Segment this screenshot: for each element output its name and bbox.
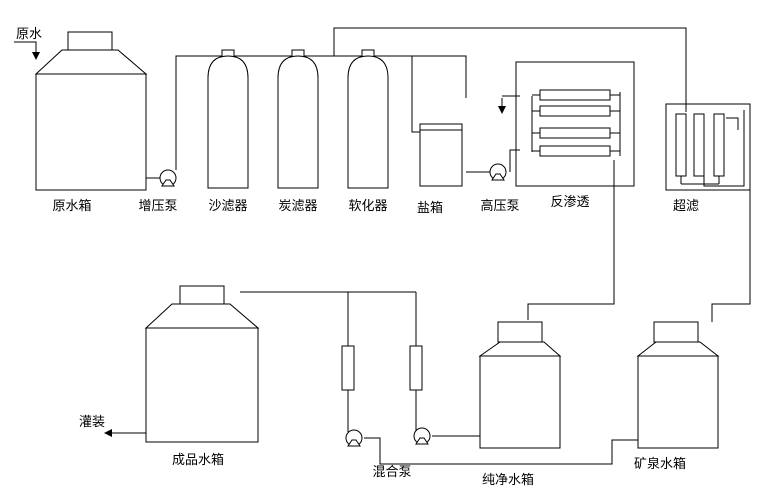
uf-module-2 xyxy=(693,113,705,177)
pipe-mineral-to-mix xyxy=(364,437,638,465)
ro-membrane-1 xyxy=(539,89,611,101)
label-mineral-water-tank: 矿泉水箱 xyxy=(634,456,686,472)
mineral-water-tank xyxy=(636,321,720,449)
label-salt-tank: 盐箱 xyxy=(417,200,443,216)
label-softener: 软化器 xyxy=(348,199,387,214)
ro-membrane-4 xyxy=(539,145,611,157)
label-carbon-filter: 炭滤器 xyxy=(278,199,317,214)
labels: 原水 原水箱 增压泵 沙滤器 炭滤器 软化器 盐箱 高压泵 反渗透 超滤 成品水… xyxy=(16,27,699,488)
softener xyxy=(347,49,389,189)
sand-filter xyxy=(207,49,249,189)
pipe-hp-pump-out xyxy=(509,149,520,172)
label-raw-water-tank: 原水箱 xyxy=(52,198,91,214)
booster-pump xyxy=(159,169,177,187)
mix-filter-right xyxy=(409,345,423,391)
mixing-filters xyxy=(341,345,423,391)
pure-water-tank xyxy=(478,321,562,449)
raw-water-inlet-pipe xyxy=(14,41,37,58)
label-raw-water-in: 原水 xyxy=(16,27,42,42)
ro-membrane-3 xyxy=(539,127,611,139)
reverse-osmosis-unit xyxy=(515,61,635,187)
label-reverse-osmosis: 反渗透 xyxy=(550,195,589,210)
mix-filter-left xyxy=(341,345,355,391)
pipe-to-salt-header xyxy=(378,55,467,98)
uf-module-1 xyxy=(675,113,687,177)
label-mixing-pump: 混合泵 xyxy=(372,465,411,480)
high-pressure-pump xyxy=(489,163,507,181)
pipe-filter-header xyxy=(228,55,420,133)
uf-module-3 xyxy=(713,113,725,177)
uf-internal-manifold xyxy=(703,110,745,187)
salt-tank xyxy=(419,123,463,187)
label-sand-filter: 沙滤器 xyxy=(208,199,247,214)
mixing-pumps xyxy=(345,427,431,447)
ro-membrane-2 xyxy=(539,105,611,117)
label-product-tank: 成品水箱 xyxy=(172,452,224,468)
pipe-booster-riser xyxy=(175,55,228,170)
carbon-filter xyxy=(277,49,319,189)
label-booster-pump: 增压泵 xyxy=(138,199,177,214)
label-high-pressure-pump: 高压泵 xyxy=(480,198,519,214)
ultrafiltration-unit xyxy=(665,103,751,191)
product-water-tank xyxy=(144,285,260,443)
raw-water-inlet-arrowhead xyxy=(32,52,40,60)
label-ultrafiltration: 超滤 xyxy=(673,199,699,214)
raw-water-tank xyxy=(34,31,148,191)
pipe-ro-to-pure-tank xyxy=(527,160,615,320)
pipe-top-to-uf xyxy=(333,27,687,112)
pipe-network xyxy=(14,27,751,465)
filling-arrowhead xyxy=(104,429,112,437)
label-pure-water-tank: 纯净水箱 xyxy=(482,472,534,488)
label-filling: 灌装 xyxy=(79,415,105,430)
ro-return-arrowhead xyxy=(498,106,506,114)
